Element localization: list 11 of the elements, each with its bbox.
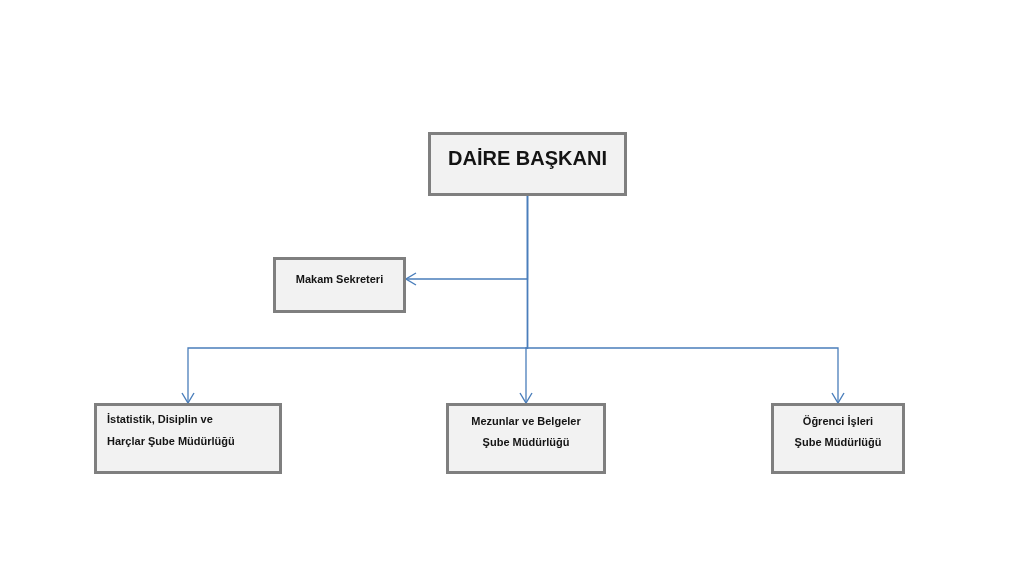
box-label: Makam Sekreteri	[294, 272, 385, 287]
connector-arrow	[526, 195, 845, 404]
org-chart-box	[446, 403, 606, 474]
org-chart-box	[273, 257, 406, 313]
box-label: Mezunlar ve Belgeler Şube Müdürlüğü	[470, 414, 582, 450]
box-label: Öğrenci İşleri Şube Müdürlüğü	[793, 414, 883, 450]
box-label: DAİRE BAŞKANI	[447, 146, 608, 170]
org-chart-box	[428, 132, 627, 196]
box-label: İstatistik, Disiplin ve Harçlar Şube Müdürlüğü	[107, 412, 236, 449]
org-chart-box	[94, 403, 282, 474]
org-chart-box	[771, 403, 905, 474]
